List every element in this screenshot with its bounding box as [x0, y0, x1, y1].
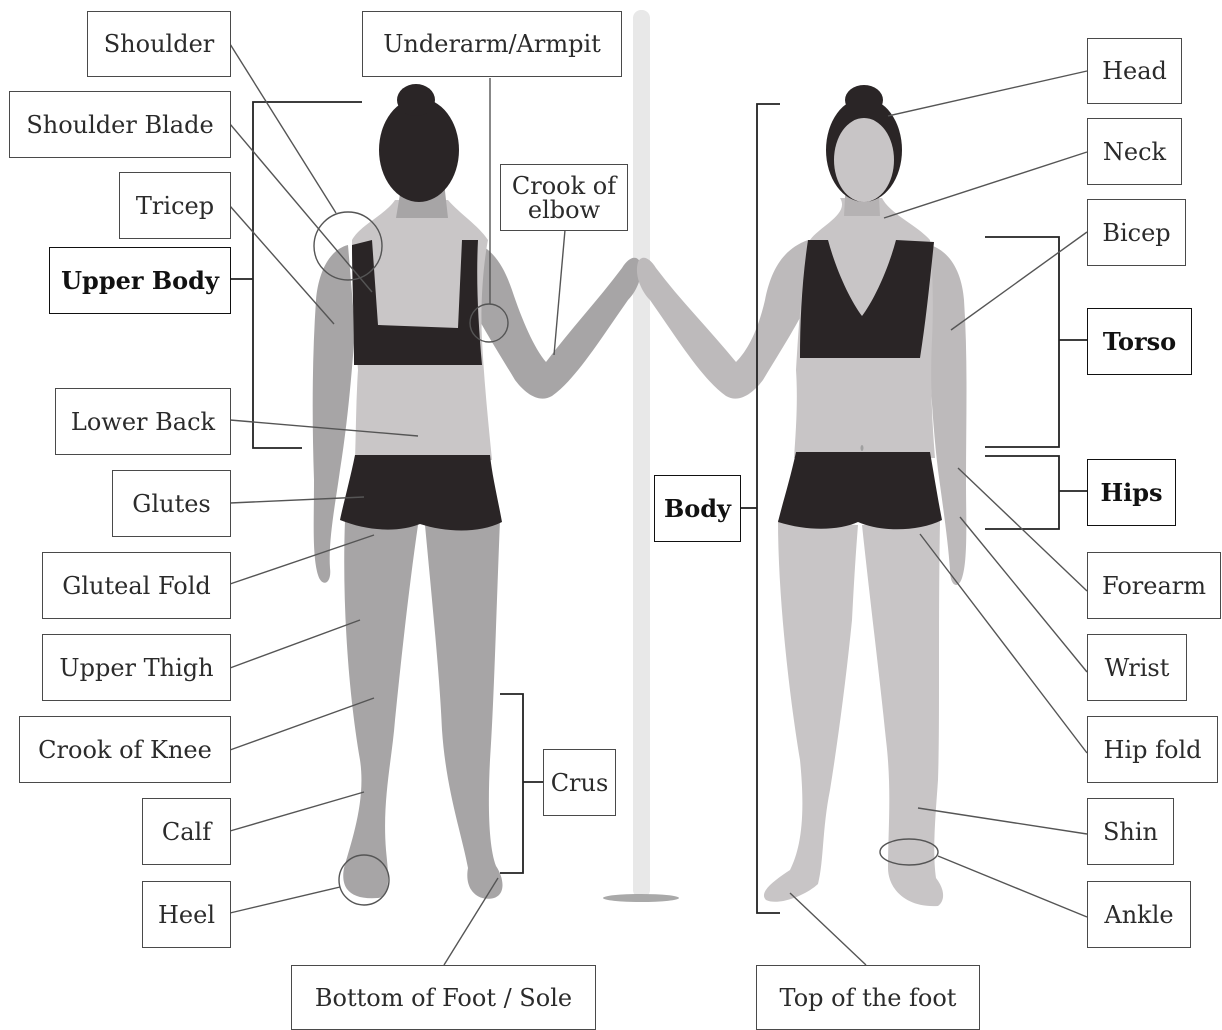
label-heel: Heel	[142, 881, 231, 948]
label-calf: Calf	[142, 798, 231, 865]
label-top-of-foot: Top of the foot	[756, 965, 980, 1030]
label-wrist: Wrist	[1087, 634, 1187, 701]
label-underarm: Underarm/Armpit	[362, 11, 622, 77]
label-shoulder: Shoulder	[87, 11, 231, 77]
label-shin: Shin	[1087, 798, 1174, 865]
label-glutes: Glutes	[112, 470, 231, 537]
label-forearm: Forearm	[1087, 552, 1221, 619]
label-gluteal-fold: Gluteal Fold	[42, 552, 231, 619]
label-crook-of-elbow-line1: Crook of	[512, 175, 616, 199]
label-hip-fold: Hip fold	[1087, 716, 1218, 783]
label-head: Head	[1087, 38, 1182, 104]
label-crook-of-elbow: Crook of elbow	[500, 164, 628, 231]
label-crook-of-knee: Crook of Knee	[19, 716, 231, 783]
label-torso: Torso	[1087, 308, 1192, 375]
label-lower-back: Lower Back	[55, 388, 231, 455]
label-crook-of-elbow-line2: elbow	[528, 199, 600, 223]
label-ankle: Ankle	[1087, 881, 1191, 948]
label-crus: Crus	[543, 749, 616, 816]
label-hips: Hips	[1087, 459, 1176, 526]
label-tricep: Tricep	[119, 172, 231, 239]
label-shoulder-blade: Shoulder Blade	[9, 91, 231, 158]
label-upper-body: Upper Body	[49, 247, 231, 314]
label-bicep: Bicep	[1087, 199, 1186, 266]
label-upper-thigh: Upper Thigh	[42, 634, 231, 701]
label-bottom-of-foot: Bottom of Foot / Sole	[291, 965, 596, 1030]
label-body: Body	[654, 475, 741, 542]
label-neck: Neck	[1087, 118, 1182, 185]
